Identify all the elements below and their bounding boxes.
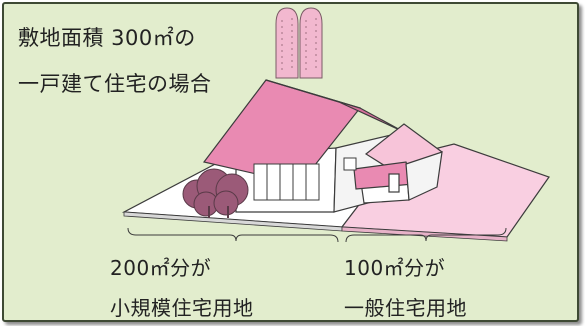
side-wing <box>353 123 443 204</box>
area-brackets <box>127 227 507 243</box>
general-lot-type-label: 一般住宅用地 <box>344 296 467 320</box>
diagram-panel: 敷地面積 300㎡の 一戸建て住宅の場合 200㎡分が 小規模住宅用地 100㎡… <box>2 2 579 322</box>
caption-line-2: 一戸建て住宅の場合 <box>18 72 212 96</box>
chimneys <box>275 7 323 79</box>
house-windows <box>253 157 357 201</box>
caption-line-1: 敷地面積 300㎡の <box>18 26 196 50</box>
small-lot-type-label: 小規模住宅用地 <box>110 296 254 320</box>
general-lot-area-label: 100㎡分が <box>344 256 446 280</box>
house-illustration <box>121 7 550 243</box>
trees <box>182 168 249 218</box>
small-lot-area-label: 200㎡分が <box>110 256 212 280</box>
